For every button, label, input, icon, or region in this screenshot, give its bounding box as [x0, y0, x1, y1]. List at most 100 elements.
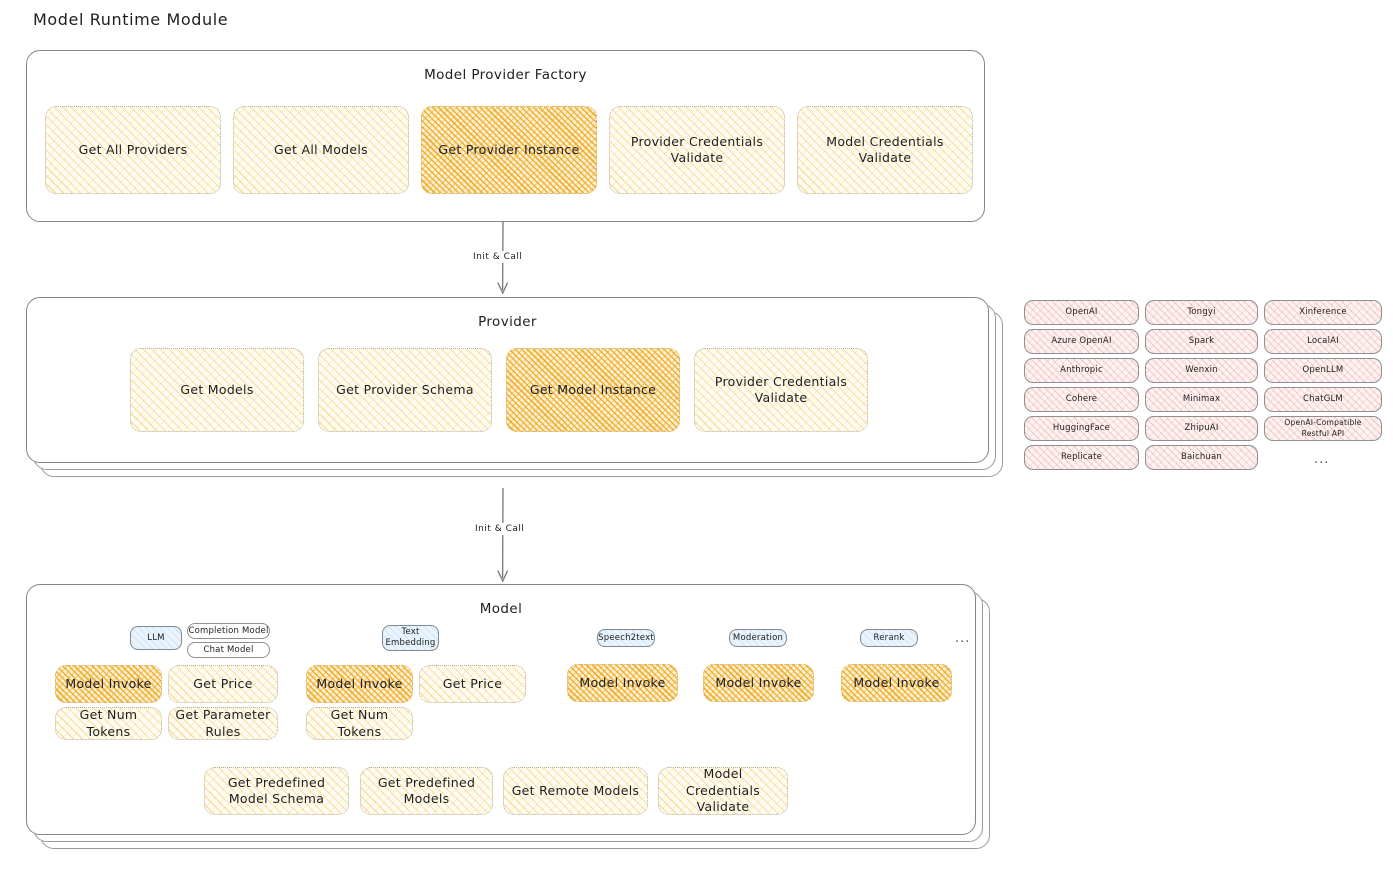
node-label: Model Invoke: [853, 674, 940, 690]
provider-chip-openai-compatible-restful-api[interactable]: OpenAI-Compatible Restful API: [1264, 416, 1382, 441]
node-label: Model Invoke: [579, 674, 666, 690]
model-variant-completion-model[interactable]: Completion Model: [187, 623, 270, 639]
provider-chip-replicate[interactable]: Replicate: [1024, 445, 1139, 470]
chip-label: OpenAI: [1065, 306, 1098, 317]
llm-node-get-num-tokens[interactable]: Get Num Tokens: [55, 707, 162, 740]
model-node-get-predefined-model-schema[interactable]: Get Predefined Model Schema: [204, 767, 349, 815]
provider-node-get-model-instance[interactable]: Get Model Instance: [506, 348, 680, 432]
node-label: Get Model Instance: [529, 381, 657, 397]
provider-chip-baichuan[interactable]: Baichuan: [1145, 445, 1258, 470]
provider-chip-minimax[interactable]: Minimax: [1145, 387, 1258, 412]
model-section: Model LLM Completion Model Chat Model Mo…: [26, 584, 976, 835]
provider-node-provider-credentials-validate[interactable]: Provider Credentials Validate: [694, 348, 868, 432]
model-type-badge-llm[interactable]: LLM: [130, 626, 182, 650]
arrow-label-init-call-2: Init & Call: [472, 523, 528, 535]
node-label: Get Price: [193, 675, 253, 691]
node-label: Model Credentials Validate: [685, 766, 761, 815]
model-type-badge-speech2text[interactable]: Speech2text: [597, 629, 655, 647]
chip-label: OpenAI-Compatible Restful API: [1284, 418, 1362, 438]
node-label: Provider Credentials Validate: [714, 373, 848, 406]
llm-node-model-invoke[interactable]: Model Invoke: [55, 665, 162, 703]
provider-chip-huggingface[interactable]: HuggingFace: [1024, 416, 1139, 441]
node-label: Model Credentials Validate: [826, 133, 944, 166]
chip-label: OpenLLM: [1302, 364, 1344, 375]
llm-node-get-parameter-rules[interactable]: Get Parameter Rules: [168, 707, 278, 740]
node-label: Get Models: [180, 381, 254, 397]
chip-label: Anthropic: [1060, 364, 1103, 375]
model-node-get-predefined-models[interactable]: Get Predefined Models: [360, 767, 493, 815]
badge-label: Text Embedding: [385, 627, 436, 648]
provider-chip-chatglm[interactable]: ChatGLM: [1264, 387, 1382, 412]
provider-chip-spark[interactable]: Spark: [1145, 329, 1258, 354]
provider-node-get-models[interactable]: Get Models: [130, 348, 304, 432]
page-title: Model Runtime Module: [33, 10, 229, 29]
model-type-badge-rerank[interactable]: Rerank: [860, 629, 918, 647]
node-label: Model Invoke: [65, 675, 152, 691]
chip-label: LocalAI: [1307, 335, 1339, 346]
node-label: Provider Credentials Validate: [630, 133, 764, 166]
node-label: Get All Models: [274, 141, 368, 157]
node-label: Get Provider Schema: [336, 381, 474, 397]
provider-chip-azure-openai[interactable]: Azure OpenAI: [1024, 329, 1139, 354]
provider-chip-anthropic[interactable]: Anthropic: [1024, 358, 1139, 383]
chip-label: Baichuan: [1180, 451, 1223, 462]
text-embedding-node-get-num-tokens[interactable]: Get Num Tokens: [306, 707, 413, 740]
node-label: Model Invoke: [715, 674, 802, 690]
variant-label: Chat Model: [203, 645, 254, 655]
speech2text-node-model-invoke[interactable]: Model Invoke: [567, 664, 678, 702]
provider-chip-localai[interactable]: LocalAI: [1264, 329, 1382, 354]
chip-label: Azure OpenAI: [1051, 335, 1112, 346]
chip-label: Xinference: [1299, 306, 1347, 317]
moderation-node-model-invoke[interactable]: Model Invoke: [703, 664, 814, 702]
llm-node-get-price[interactable]: Get Price: [168, 665, 278, 703]
provider-node-get-provider-schema[interactable]: Get Provider Schema: [318, 348, 492, 432]
chip-label: ZhipuAI: [1184, 422, 1219, 433]
arrow-label-init-call-1: Init & Call: [470, 251, 526, 263]
model-provider-factory-section: Model Provider Factory Get All Providers…: [26, 50, 985, 222]
provider-chip-openllm[interactable]: OpenLLM: [1264, 358, 1382, 383]
factory-node-model-credentials-validate[interactable]: Model Credentials Validate: [797, 106, 973, 194]
provider-chip-xinference[interactable]: Xinference: [1264, 300, 1382, 325]
model-type-badge-moderation[interactable]: Moderation: [729, 629, 787, 647]
node-label: Get Num Tokens: [330, 707, 389, 739]
node-label: Get Price: [442, 675, 503, 691]
model-node-get-remote-models[interactable]: Get Remote Models: [503, 767, 648, 815]
factory-title: Model Provider Factory: [424, 67, 587, 83]
chip-label: Wenxin: [1185, 364, 1218, 375]
provider-chip-wenxin[interactable]: Wenxin: [1145, 358, 1258, 383]
factory-node-provider-credentials-validate[interactable]: Provider Credentials Validate: [609, 106, 785, 194]
badge-label: Speech2text: [598, 632, 654, 643]
node-label: Get Predefined Models: [377, 774, 476, 807]
chip-label: Tongyi: [1187, 306, 1216, 317]
provider-chip-tongyi[interactable]: Tongyi: [1145, 300, 1258, 325]
rerank-node-model-invoke[interactable]: Model Invoke: [841, 664, 952, 702]
model-node-model-credentials-validate[interactable]: Model Credentials Validate: [658, 766, 788, 815]
chip-label: Cohere: [1065, 393, 1098, 404]
text-embedding-node-model-invoke[interactable]: Model Invoke: [306, 665, 413, 703]
badge-label: Rerank: [873, 632, 905, 643]
node-label: Get Parameter Rules: [175, 707, 271, 739]
provider-title: Provider: [478, 314, 537, 330]
provider-list-more-indicator: ...: [1314, 452, 1330, 467]
node-label: Get Remote Models: [511, 782, 640, 798]
provider-chip-cohere[interactable]: Cohere: [1024, 387, 1139, 412]
node-label: Get Predefined Model Schema: [227, 774, 326, 807]
provider-chip-zhipuai[interactable]: ZhipuAI: [1145, 416, 1258, 441]
provider-chip-openai[interactable]: OpenAI: [1024, 300, 1139, 325]
model-variant-chat-model[interactable]: Chat Model: [187, 642, 270, 658]
model-title: Model: [479, 601, 523, 617]
badge-label: LLM: [147, 632, 165, 643]
chip-label: ChatGLM: [1303, 393, 1343, 404]
variant-label: Completion Model: [188, 626, 269, 636]
factory-node-get-all-providers[interactable]: Get All Providers: [45, 106, 221, 194]
node-label: Get All Providers: [78, 141, 188, 157]
model-types-more-indicator: ...: [955, 631, 971, 646]
chip-label: HuggingFace: [1052, 422, 1111, 433]
model-type-badge-text-embedding[interactable]: Text Embedding: [382, 625, 439, 651]
node-label: Get Provider Instance: [438, 141, 580, 157]
text-embedding-node-get-price[interactable]: Get Price: [419, 665, 526, 703]
factory-node-get-all-models[interactable]: Get All Models: [233, 106, 409, 194]
badge-label: Moderation: [732, 632, 784, 643]
chip-label: Spark: [1188, 335, 1215, 346]
factory-node-get-provider-instance[interactable]: Get Provider Instance: [421, 106, 597, 194]
